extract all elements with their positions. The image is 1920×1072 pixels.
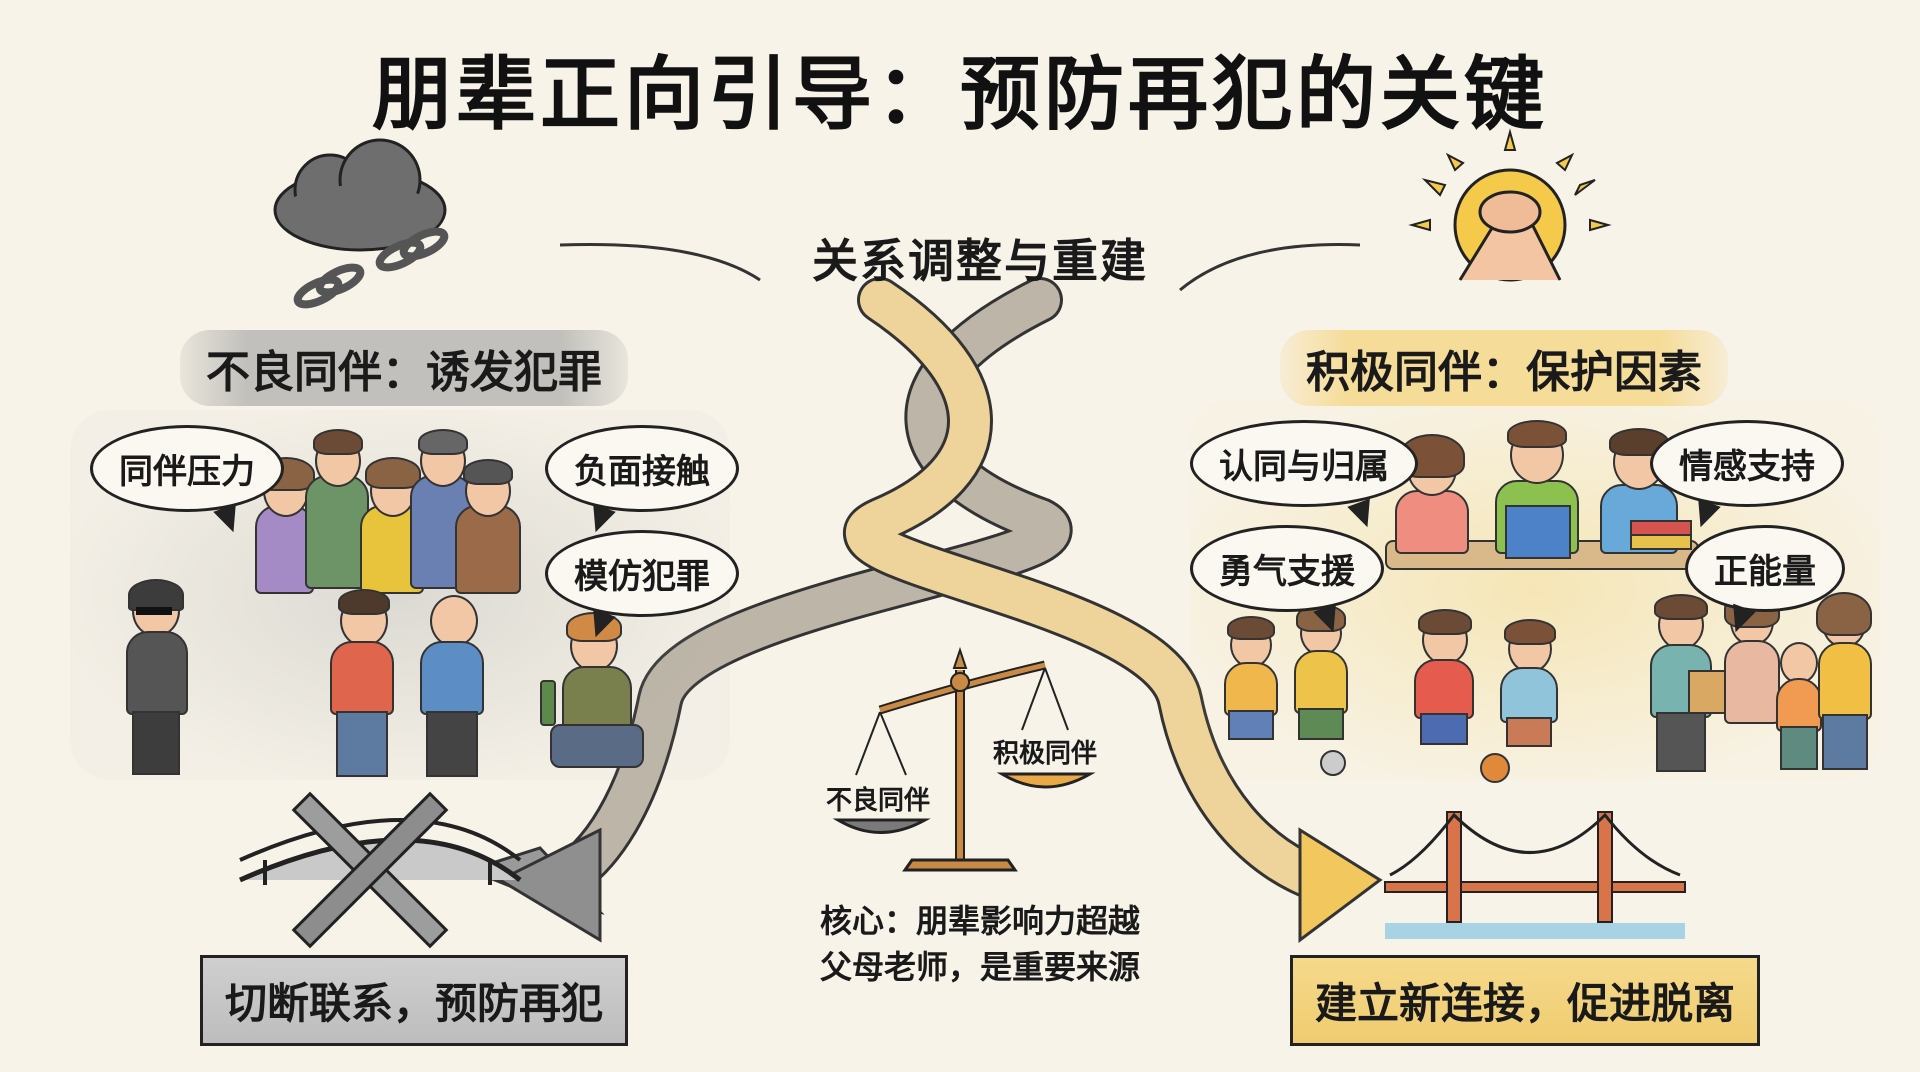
- bubble-peer-pressure: 同伴压力: [90, 425, 284, 512]
- positive-peers-heading: 积极同伴：保护因素: [1280, 330, 1728, 406]
- core-message: 核心：朋辈影响力超越 父母老师，是重要来源: [790, 898, 1170, 990]
- bubble-courage-support: 勇气支援: [1190, 525, 1384, 612]
- bubble-identity-belonging: 认同与归属: [1190, 420, 1418, 507]
- center-label: 关系调整与重建: [812, 234, 1148, 288]
- running-kids: [1400, 609, 1570, 783]
- sun-handshake-icon: [1408, 128, 1612, 282]
- suspension-bridge-icon: [1384, 811, 1686, 939]
- bubble-emotional-support: 情感支持: [1650, 420, 1844, 507]
- bubble-negative-contact: 负面接触: [545, 425, 739, 512]
- scale-label-positive: 积极同伴: [993, 739, 1098, 769]
- positive-outcome-box: 建立新连接，促进脱离: [1290, 955, 1761, 1046]
- worried-teens-group: [255, 429, 521, 595]
- fighting-teens: [320, 589, 500, 777]
- storm-cloud-icon: [273, 138, 447, 252]
- kneeling-teen: [540, 612, 650, 770]
- broken-chain-icon: [293, 227, 449, 309]
- soccer-kids: [1210, 604, 1360, 776]
- balance-scale-icon: [832, 646, 1096, 872]
- volunteer-group: [1640, 590, 1872, 772]
- core-message-line-2: 父母老师，是重要来源: [819, 948, 1140, 986]
- bubble-positive-energy: 正能量: [1685, 525, 1845, 612]
- positive-peers-illustration: [1190, 400, 1880, 783]
- bubble-imitating-crime: 模仿犯罪: [545, 530, 739, 617]
- negative-peers-heading: 不良同伴：诱发犯罪: [180, 330, 628, 406]
- negative-outcome-box: 切断联系，预防再犯: [200, 955, 629, 1046]
- studying-group: [1385, 420, 1699, 580]
- scale-label-negative: 不良同伴: [826, 786, 931, 816]
- thief-figure: [110, 579, 200, 775]
- core-message-line-1: 核心：朋辈影响力超越: [819, 902, 1140, 940]
- page-title: 朋辈正向引导：预防再犯的关键: [372, 48, 1548, 141]
- crossed-bridge-icon: [238, 791, 522, 949]
